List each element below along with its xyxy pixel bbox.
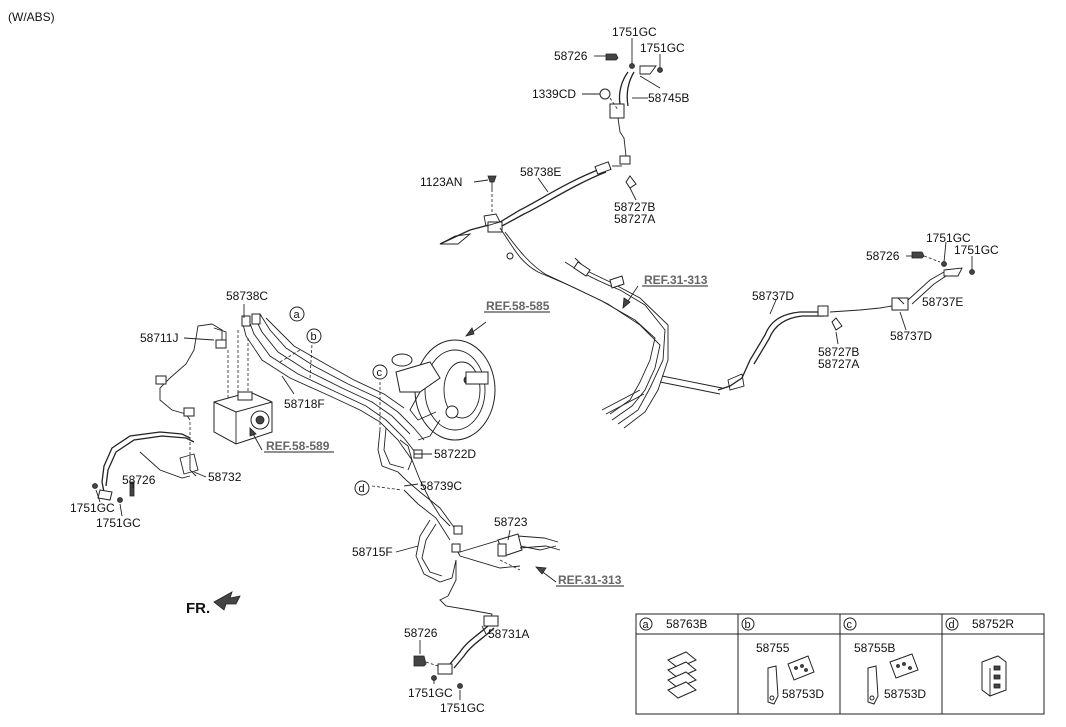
callout-c: c <box>372 364 388 380</box>
label-58737e: 58737E <box>922 295 963 309</box>
label-1751gc: 1751GC <box>408 686 453 700</box>
legend-sub-58753d: 58753D <box>782 687 824 701</box>
cross-body-lines <box>499 227 723 429</box>
label-58745b: 58745B <box>648 91 689 105</box>
label-58715f: 58715F <box>352 545 393 559</box>
label-58739c: 58739C <box>420 479 462 493</box>
label-58726: 58726 <box>554 49 588 63</box>
label-1751gc: 1751GC <box>440 701 485 715</box>
ref-58-589: REF.58-589 <box>266 439 330 453</box>
clamp-58755b-icon <box>867 653 919 705</box>
front-direction-arrow <box>213 591 241 611</box>
callout-d: d <box>354 480 370 496</box>
label-58727b: 58727B <box>818 345 859 359</box>
clip-58763b-icon <box>667 651 697 699</box>
svg-text:c: c <box>377 367 383 379</box>
variant-label: (W/ABS) <box>8 10 55 24</box>
legend-table: a 58763B b 58755 58753D c 58755B 58753D <box>635 613 1045 715</box>
label-58738e: 58738E <box>520 165 561 179</box>
label-1751gc: 1751GC <box>96 516 141 530</box>
brake-booster <box>391 339 496 441</box>
svg-text:d: d <box>359 483 365 495</box>
svg-text:c: c <box>847 619 853 631</box>
front-label: FR. <box>186 600 210 617</box>
label-58711j: 58711J <box>140 331 178 345</box>
label-1751gc: 1751GC <box>926 231 971 245</box>
left-front-hose <box>92 323 227 503</box>
top-hose-assembly <box>439 53 663 245</box>
label-58723: 58723 <box>494 515 528 529</box>
bracket-58723 <box>497 533 561 557</box>
label-58727b: 58727B <box>614 200 655 214</box>
callout-b: b <box>306 328 322 344</box>
legend-part-d: 58752R <box>972 617 1014 631</box>
right-rear-hose <box>601 251 975 415</box>
grommet-58752r-icon <box>981 655 1007 697</box>
legend-sub-58755b: 58755B <box>854 641 895 655</box>
label-1751gc: 1751GC <box>70 501 115 515</box>
label-58731a: 58731A <box>488 627 529 641</box>
label-1123an: 1123AN <box>420 175 462 189</box>
svg-text:b: b <box>745 619 751 631</box>
callout-a: a <box>289 306 305 322</box>
label-58737d: 58737D <box>890 329 932 343</box>
legend-sub-58753d: 58753D <box>884 687 926 701</box>
label-58727a: 58727A <box>818 357 859 371</box>
svg-text:d: d <box>949 619 955 631</box>
svg-text:a: a <box>294 309 301 321</box>
legend-part-a: 58763B <box>666 617 707 631</box>
ref-31-313: REF.31-313 <box>558 573 622 587</box>
legend-sub-58755: 58755 <box>756 641 790 655</box>
label-58718f: 58718F <box>284 397 325 411</box>
lower-hose-58731a <box>413 595 499 689</box>
part-labels: 1751GC 58726 1751GC 1339CD 58745B 1123AN… <box>70 25 999 715</box>
label-1751gc: 1751GC <box>612 25 657 39</box>
svg-text:a: a <box>643 619 650 631</box>
label-58726: 58726 <box>404 626 438 640</box>
label-58726: 58726 <box>866 249 900 263</box>
svg-text:b: b <box>311 331 317 343</box>
label-58737d: 58737D <box>752 289 794 303</box>
ref-labels: REF.58-585 REF.58-589 REF.31-313 REF.31-… <box>266 273 708 587</box>
label-1751gc: 1751GC <box>640 41 685 55</box>
label-58722d: 58722D <box>434 447 476 461</box>
label-58732: 58732 <box>208 470 242 484</box>
clamp-58755-icon <box>767 655 815 705</box>
label-1339cd: 1339CD <box>532 87 576 101</box>
leader-lines <box>95 38 973 700</box>
label-58726: 58726 <box>122 473 156 487</box>
ref-31-313: REF.31-313 <box>644 273 708 287</box>
label-58727a: 58727A <box>614 212 655 226</box>
abs-module <box>213 330 273 445</box>
label-58738c: 58738C <box>226 289 268 303</box>
ref-58-585: REF.58-585 <box>486 299 550 313</box>
ref-leaders <box>249 285 708 587</box>
label-1751gc: 1751GC <box>954 243 999 257</box>
